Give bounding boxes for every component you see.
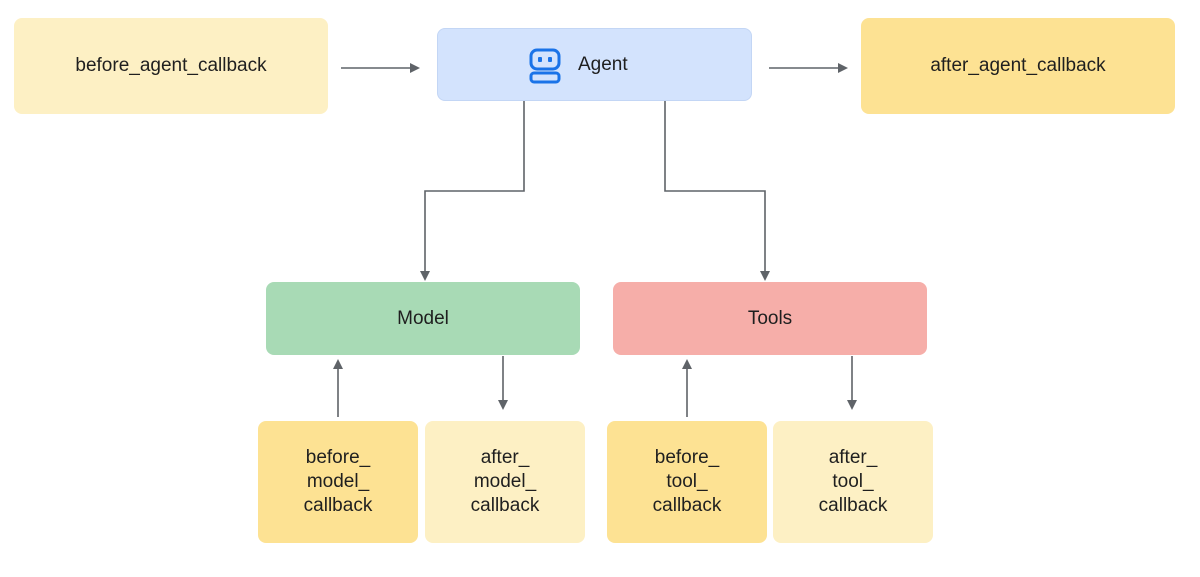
tools-box: Tools — [613, 282, 927, 355]
before-agent-callback-box: before_agent_callback — [14, 18, 328, 114]
after-agent-callback-box: after_agent_callback — [861, 18, 1175, 114]
before-tool-callback-line-1: before_ — [654, 447, 720, 468]
before-tool-callback-line-3: callback — [652, 495, 722, 516]
after-model-callback-box: after_ model_ callback — [425, 421, 585, 543]
after-model-callback-line-2: model_ — [473, 471, 537, 492]
before-tool-callback-box: before_ tool_ callback — [607, 421, 767, 543]
before-model-callback-line-2: model_ — [306, 471, 370, 492]
model-label: Model — [397, 307, 449, 329]
after-model-callback-line-1: after_ — [480, 447, 530, 468]
after-tool-callback-line-2: tool_ — [832, 471, 874, 492]
before-model-callback-line-3: callback — [303, 495, 373, 516]
agent-label: Agent — [578, 54, 628, 75]
model-box: Model — [266, 282, 580, 355]
arrow-agent-to-tools — [664, 101, 770, 281]
before-model-callback-box: before_ model_ callback — [258, 421, 418, 543]
after-tool-callback-line-1: after_ — [828, 447, 878, 468]
arrow-agent-to-model — [420, 101, 525, 281]
robot-icon — [529, 48, 561, 84]
after-tool-callback-line-3: callback — [818, 495, 888, 516]
after-agent-callback-label: after_agent_callback — [930, 55, 1106, 76]
agent-box: Agent — [437, 28, 752, 101]
tools-label: Tools — [747, 307, 793, 329]
before-model-callback-line-1: before_ — [305, 447, 371, 468]
before-agent-callback-label: before_agent_callback — [75, 55, 267, 76]
before-tool-callback-line-2: tool_ — [666, 471, 708, 492]
after-model-callback-line-3: callback — [470, 495, 540, 516]
after-tool-callback-box: after_ tool_ callback — [773, 421, 933, 543]
